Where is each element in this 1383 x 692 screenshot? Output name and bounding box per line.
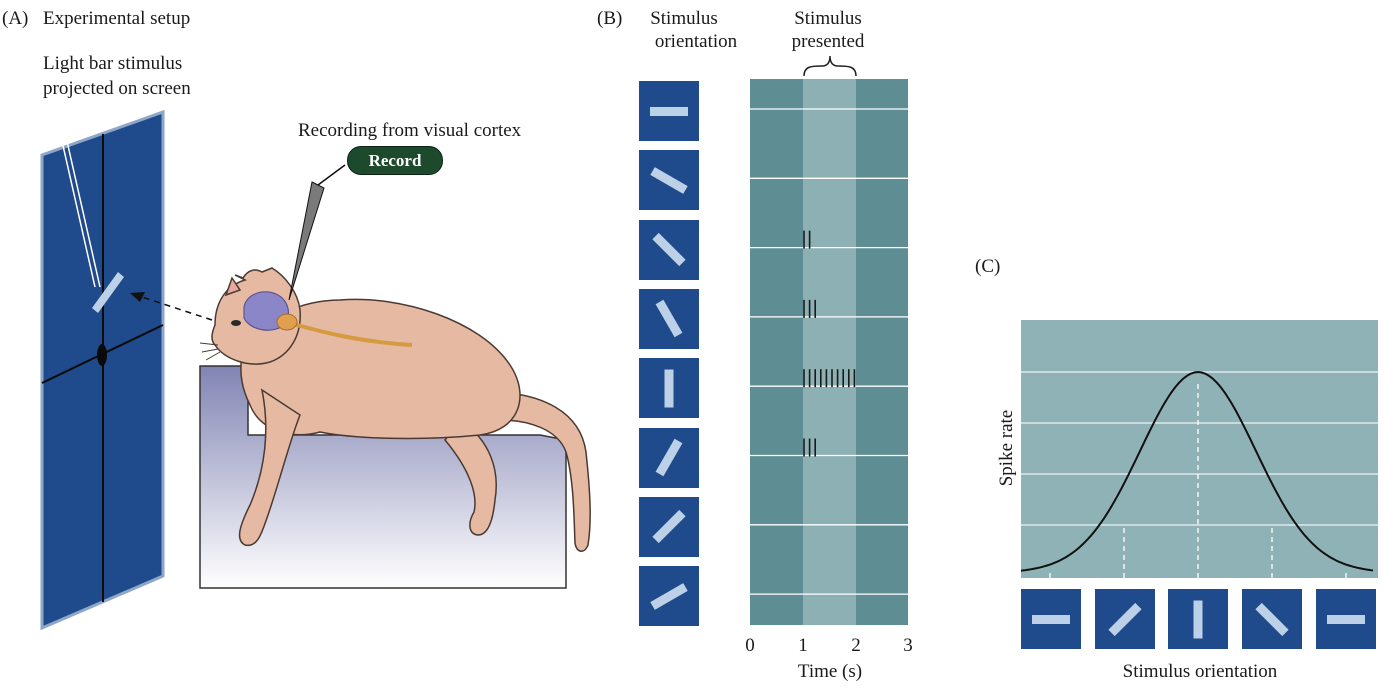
x-tick-1: 1 xyxy=(798,635,808,656)
orientation-tile-4 xyxy=(639,358,699,419)
light-bar xyxy=(1032,614,1070,624)
x-tick-2: 2 xyxy=(851,635,861,656)
panel-a-label: (A) xyxy=(2,8,29,29)
panel-c-label: (C) xyxy=(975,256,1001,277)
light-bar xyxy=(1327,614,1365,624)
light-bar xyxy=(1108,602,1142,636)
orientation-header-line2: orientation xyxy=(654,31,738,52)
light-bar xyxy=(1193,600,1203,638)
light-bar-stimulus xyxy=(92,272,124,313)
recording-electrode xyxy=(288,164,346,301)
tuning-tile-0 xyxy=(1021,589,1081,649)
tuning-background xyxy=(1021,320,1378,578)
projection-screen xyxy=(40,96,165,631)
orientation-tile-5 xyxy=(639,427,699,488)
x-tick-3: 3 xyxy=(903,635,913,656)
recording-label: Recording from visual cortex xyxy=(298,120,522,141)
orientation-tile-3 xyxy=(639,288,699,349)
light-bar xyxy=(1255,602,1289,636)
light-bar xyxy=(650,106,688,116)
orientation-tile-0 xyxy=(639,81,699,141)
panel-a-title: Experimental setup xyxy=(43,8,191,29)
orientation-tile-2 xyxy=(639,219,699,280)
tuning-tile-2 xyxy=(1168,589,1228,649)
orientation-tile-1 xyxy=(639,150,699,211)
stimulus-label-line1: Light bar stimulus xyxy=(43,53,183,74)
x-tick-0: 0 xyxy=(745,635,755,656)
record-button[interactable]: Record xyxy=(347,146,443,175)
stimulus-brace xyxy=(803,55,857,77)
stimulus-orientation-axis-label: Stimulus orientation xyxy=(1122,661,1278,682)
tuning-tile-4 xyxy=(1316,589,1376,649)
presented-header-line1: Stimulus xyxy=(794,8,862,29)
tuning-tile-1 xyxy=(1095,589,1155,649)
stimulus-label-line2: projected on screen xyxy=(43,78,191,99)
tuning-tile-3 xyxy=(1242,589,1302,649)
orientation-header-line1: Stimulus xyxy=(650,8,718,29)
panel-b-label: (B) xyxy=(597,8,623,29)
orientation-tile-6 xyxy=(639,496,699,557)
time-axis-label: Time (s) xyxy=(797,661,863,682)
stimulus-window xyxy=(803,79,856,625)
presented-header-line2: presented xyxy=(791,31,865,52)
orientation-tile-7 xyxy=(639,566,699,627)
